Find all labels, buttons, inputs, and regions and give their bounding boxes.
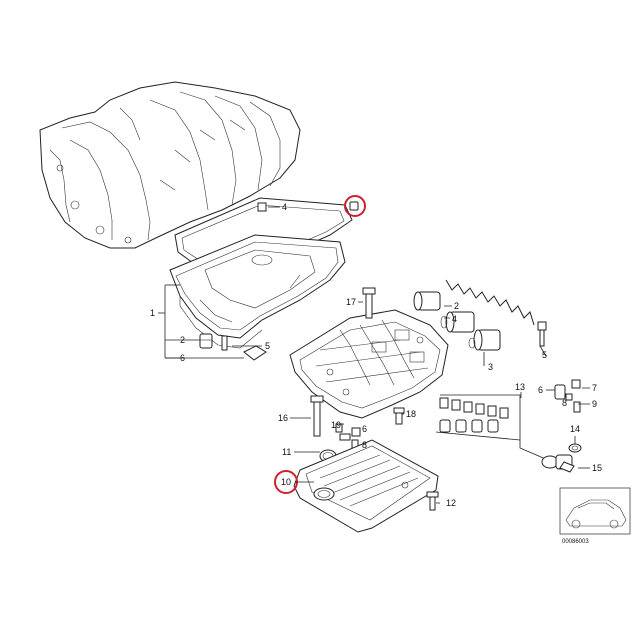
wiring-harness-13 [435,394,573,470]
callout-1: 1 [150,308,155,318]
callout-5-right: 5 [542,350,547,360]
transmission-housing [39,81,301,249]
callout-8-center: 8 [362,440,367,450]
image-code: 00086003 [562,539,589,545]
callout-leaders-left [158,206,280,359]
callout-leaders [290,305,590,504]
callout-14: 14 [570,424,580,434]
bolt-12 [426,491,439,511]
callout-6: 6 [180,353,185,363]
callout-11: 11 [282,447,291,457]
oil-pan [169,234,346,349]
spring-4 [445,279,535,326]
callout-17: 17 [346,297,356,307]
callout-8: 8 [562,398,567,408]
highlight-seal-plug [344,195,366,217]
callout-10: 10 [281,477,291,487]
callout-2: 2 [180,335,185,345]
callout-15: 15 [592,463,602,473]
callout-5: 5 [265,341,270,351]
callout-13: 13 [515,382,525,392]
callout-16: 16 [278,413,288,423]
bolt-17 [358,287,376,319]
vehicle-thumbnail [559,487,631,535]
bolt-18 [393,407,405,425]
callout-4: 4 [282,202,287,212]
drain-plug-parts [199,202,267,361]
callout-7: 7 [592,383,597,393]
callout-6-right: 6 [538,385,543,395]
bolt-5-right [537,321,547,347]
filter-10 [293,439,439,533]
solenoids [413,291,501,351]
bolt-16 [310,395,324,437]
callout-4-right: 4 [452,314,457,324]
callout-3: 3 [488,362,493,372]
callout-6-center: 6 [362,424,367,434]
parts-6-7-8-9-right [554,379,581,413]
callout-18: 18 [406,409,416,419]
valve-body [289,309,449,419]
callout-19: 19 [331,420,341,430]
callout-12: 12 [446,498,456,508]
callout-labels: 4 1 2 5 6 17 2 3 4 5 13 6 7 8 9 16 18 19… [150,202,602,545]
callout-2-right: 2 [454,301,459,311]
callout-9: 9 [592,399,597,409]
